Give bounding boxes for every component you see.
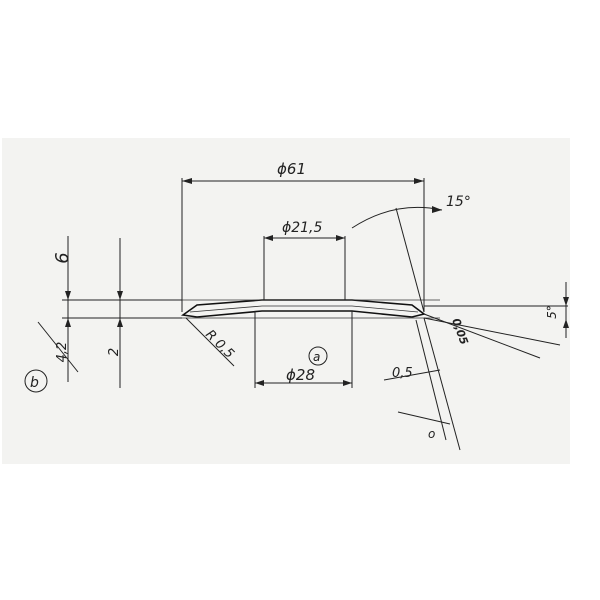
radius-leader xyxy=(185,317,235,367)
dimension-angle-top xyxy=(351,206,443,313)
dimension-heights-left xyxy=(37,236,182,388)
label-circle-b: b xyxy=(30,375,39,391)
label-inner-diameter: ϕ21,5 xyxy=(282,220,323,236)
label-bottom-diameter: ϕ28 xyxy=(286,366,315,384)
label-circle-a: a xyxy=(313,350,320,364)
label-height-total: 6 xyxy=(52,252,73,263)
paper-background xyxy=(2,138,570,464)
label-angle-top: 15° xyxy=(446,194,471,210)
label-thickness-005: 0,05 xyxy=(449,317,471,347)
label-height-42: 4,2 xyxy=(55,342,70,363)
dimension-inner-diameter xyxy=(263,235,346,300)
mark-circle-b xyxy=(24,369,48,393)
label-small-o: o xyxy=(428,427,435,441)
surface-mark-circle xyxy=(308,346,328,366)
dimension-outer-diameter xyxy=(181,178,425,312)
label-angle-right: 5° xyxy=(545,305,559,319)
label-height-2: 2 xyxy=(107,348,122,356)
label-thickness-05: 0,5 xyxy=(392,366,413,381)
dimension-right-side xyxy=(383,282,569,451)
washer-profile xyxy=(180,299,440,319)
label-radius: R 0,5 xyxy=(202,327,237,362)
dimension-bottom-diameter xyxy=(254,311,353,388)
label-outer-diameter: ϕ61 xyxy=(277,160,306,178)
